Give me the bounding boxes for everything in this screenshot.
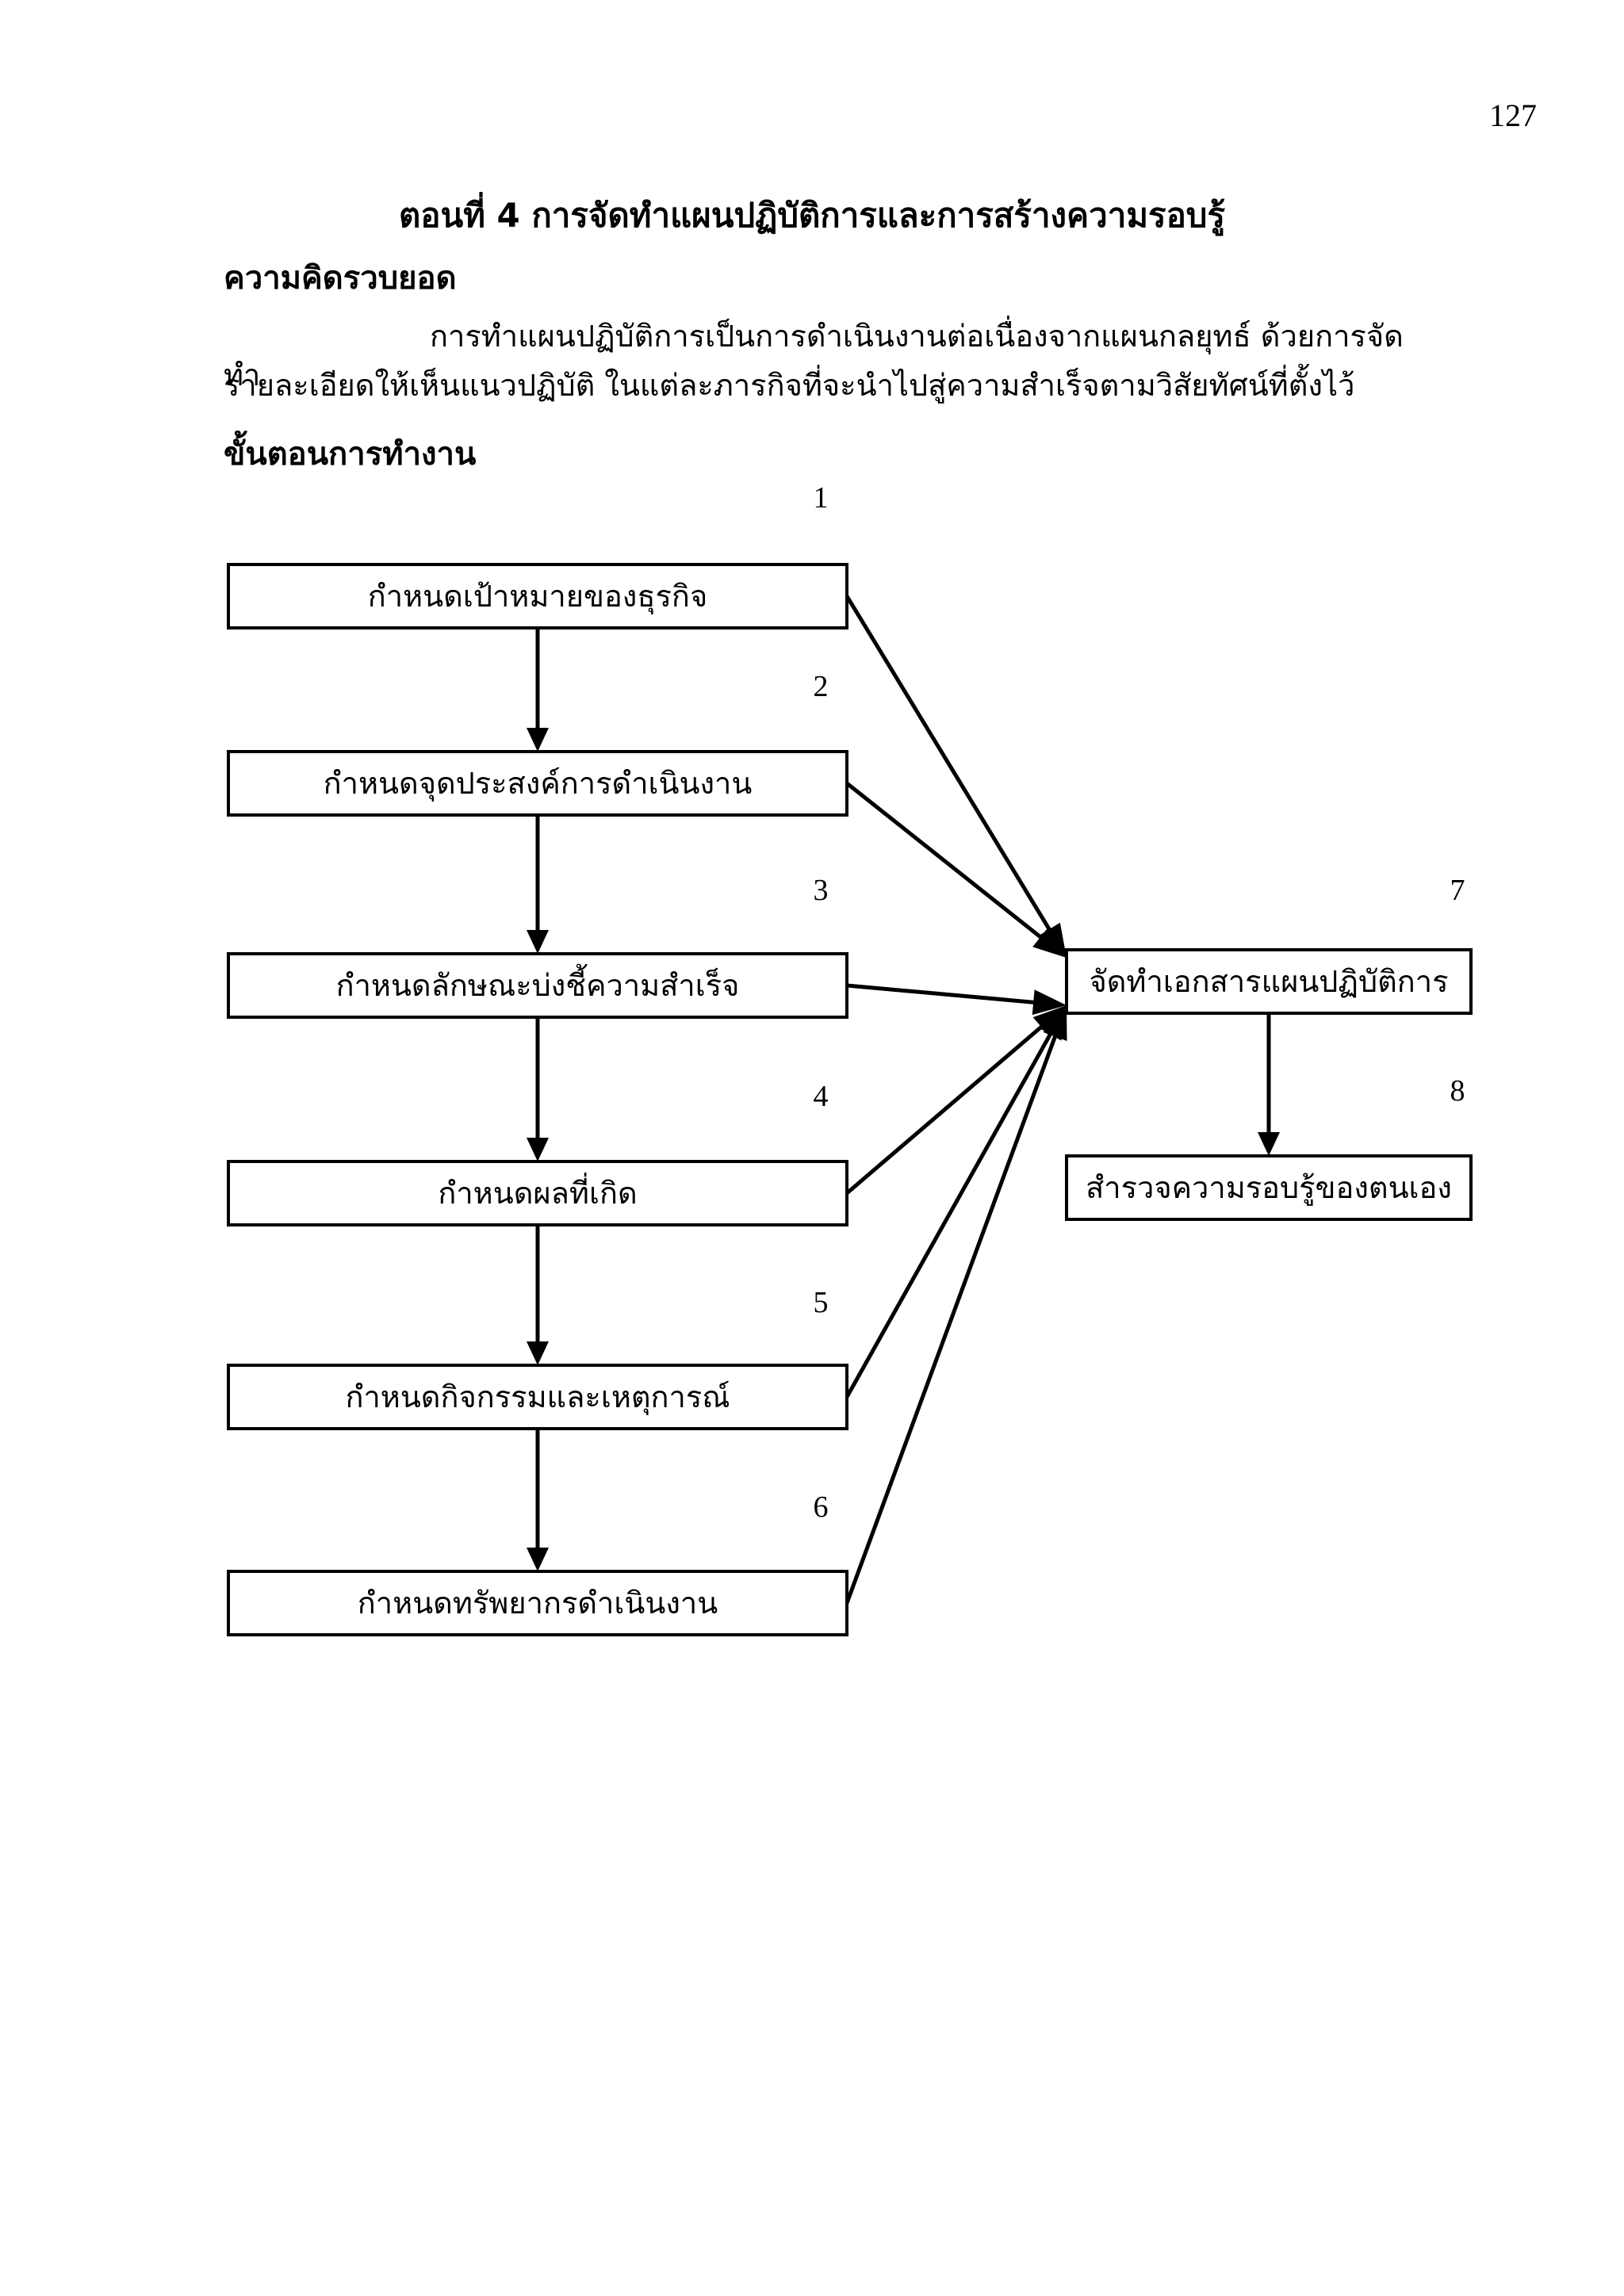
edge-3-to-7 [846,983,1051,1006]
step-number-8: 8 [1450,1074,1465,1108]
arrowhead [1032,989,1067,1016]
step-number-2: 2 [814,670,829,703]
flowchart-node-8: สำรวจความรอบรู้ของตนเอง [1065,1154,1473,1221]
arrowhead [1258,1132,1280,1156]
node-label-5: กำหนดกิจกรรมและเหตุการณ์ [345,1380,730,1415]
node-box-4 [227,1160,848,1226]
edge-2-to-7 [845,782,1055,950]
node-box-5 [227,1364,848,1430]
node-box-6 [227,1570,848,1636]
arrowhead [1032,1005,1067,1037]
body-paragraph-line-1: การทำแผนปฏิบัติการเป็นการดำเนินงานต่อเนื… [224,319,1404,393]
flowchart-node-2: กำหนดจุดประสงค์การดำเนินงาน [227,750,848,817]
flowchart-node-5: กำหนดกิจกรรมและเหตุการณ์ [227,1364,848,1430]
flowchart-node-6: กำหนดทรัพยากรดำเนินงาน [227,1570,848,1636]
node-label-7: จัดทำเอกสารแผนปฏิบัติการ [1089,964,1448,999]
node-label-1: กำหนดเป้าหมายของธุรกิจ [368,579,707,614]
step-number-1: 1 [814,481,829,515]
edge-4-to-7 [845,1014,1056,1195]
page-title: ตอนที่ 4 การจัดทำแผนปฏิบัติการและการสร้า… [398,196,1226,235]
body-paragraph-line-2: รายละเอียดให้เห็นแนวปฏิบัติ ในแต่ละภารกิ… [224,368,1355,403]
node-box-2 [227,750,848,817]
arrowhead [527,1138,549,1161]
step-number-3: 3 [814,874,829,907]
edge-6-to-7 [845,1019,1063,1604]
flowchart-node-4: กำหนดผลที่เกิด [227,1160,848,1226]
node-label-6: กำหนดทรัพยากรดำเนินงาน [358,1586,718,1621]
node-box-8 [1065,1154,1473,1221]
arrowhead [527,930,549,954]
arrowhead [527,1341,549,1365]
heading-concept: ความคิดรวบยอด [224,260,457,297]
edge-1-to-7 [845,595,1060,946]
arrowhead [527,1548,549,1571]
edge-5-to-7 [845,1018,1061,1399]
node-label-2: กำหนดจุดประสงค์การดำเนินงาน [324,766,753,802]
step-number-7: 7 [1450,874,1465,907]
arrowhead [1039,1005,1067,1041]
flowchart-nodes: กำหนดเป้าหมายของธุรกิจกำหนดจุดประสงค์การ… [227,563,1473,1636]
step-number-4: 4 [814,1080,829,1113]
flowchart-node-3: กำหนดลักษณะบ่งชี้ความสำเร็จ [227,952,848,1019]
node-box-7 [1065,948,1473,1015]
node-label-4: กำหนดผลที่เกิด [438,1173,637,1211]
heading-steps: ขั้นตอนการทำงาน [224,436,477,473]
step-number-6: 6 [814,1490,829,1524]
flowchart-step-numbers: 1 2 3 4 5 6 7 8 [814,481,1465,1524]
node-label-3: กำหนดลักษณะบ่งชี้ความสำเร็จ [336,963,740,1003]
step-number-5: 5 [814,1286,829,1319]
node-label-8: สำรวจความรอบรู้ของตนเอง [1086,1170,1452,1206]
node-box-3 [227,952,848,1019]
arrowhead [527,728,549,752]
page-number: 127 [1489,98,1537,133]
flowchart-node-1: กำหนดเป้าหมายของธุรกิจ [227,563,848,629]
arrowhead [1038,922,1067,958]
arrowhead [1043,1005,1067,1041]
node-box-1 [227,563,848,629]
flowchart-node-7: จัดทำเอกสารแผนปฏิบัติการ [1065,948,1473,1015]
arrowhead [1032,927,1067,958]
flowchart-edges [527,595,1280,1604]
